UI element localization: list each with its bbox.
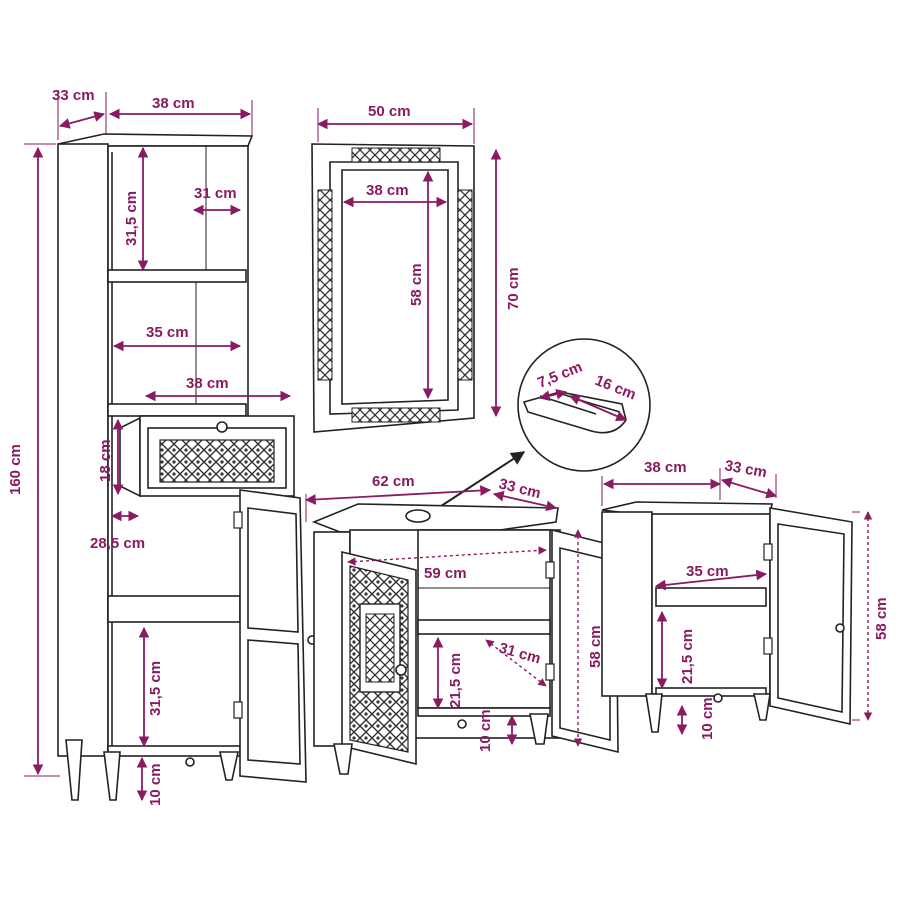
label-small-shelf-height: 21,5 cm (679, 629, 696, 684)
label-sink-depth: 33 cm (497, 475, 542, 502)
label-sink-inner-width: 59 cm (424, 565, 467, 582)
cutout-detail (517, 338, 651, 472)
dim-line-cutout-depth (538, 388, 568, 402)
label-sink-height: 58 cm (587, 625, 604, 668)
label-mirror-height: 70 cm (505, 267, 522, 310)
label-small-leg-height: 10 cm (699, 697, 716, 740)
label-sink-leg-height: 10 cm (477, 709, 494, 752)
dim-line-tall-depth (58, 111, 106, 129)
label-tall-leg-height: 10 cm (147, 763, 164, 806)
label-sink-width: 62 cm (372, 473, 415, 490)
dim-line-cutout-width (569, 394, 627, 422)
label-tall-shelf-depth: 31 cm (194, 185, 237, 202)
dim-line-sink-width (304, 485, 492, 505)
sink-cabinet (311, 503, 619, 775)
label-sink-shelf-height: 21,5 cm (447, 653, 464, 708)
label-mirror-inner-height: 58 cm (408, 263, 425, 306)
dim-line-small-depth (720, 477, 778, 499)
dimension-lines (24, 90, 873, 802)
dim-line-small-inner-width (654, 569, 768, 591)
label-tall-width: 38 cm (152, 95, 195, 112)
label-small-depth: 33 cm (723, 457, 768, 481)
label-drawer-depth: 28,5 cm (90, 535, 145, 552)
label-drawer-height: 18 cm (97, 439, 114, 482)
mirror (311, 143, 475, 433)
label-tall-inner-width: 35 cm (146, 324, 189, 341)
label-drawer-width: 38 cm (186, 375, 229, 392)
label-small-width: 38 cm (644, 459, 687, 476)
label-mirror-width: 50 cm (368, 103, 411, 120)
label-tall-depth: 33 cm (52, 87, 95, 104)
small-cabinet (601, 501, 853, 733)
dim-line-sink-shelf-depth (485, 639, 547, 687)
dim-line-sink-depth (492, 490, 558, 512)
label-tall-shelf-height: 31,5 cm (123, 191, 140, 246)
tall-cabinet (57, 133, 317, 801)
label-small-height: 58 cm (873, 597, 890, 640)
label-mirror-inner-width: 38 cm (366, 182, 409, 199)
label-tall-height: 160 cm (7, 444, 24, 495)
label-small-inner-width: 35 cm (686, 563, 729, 580)
label-tall-lower-height: 31,5 cm (147, 661, 164, 716)
